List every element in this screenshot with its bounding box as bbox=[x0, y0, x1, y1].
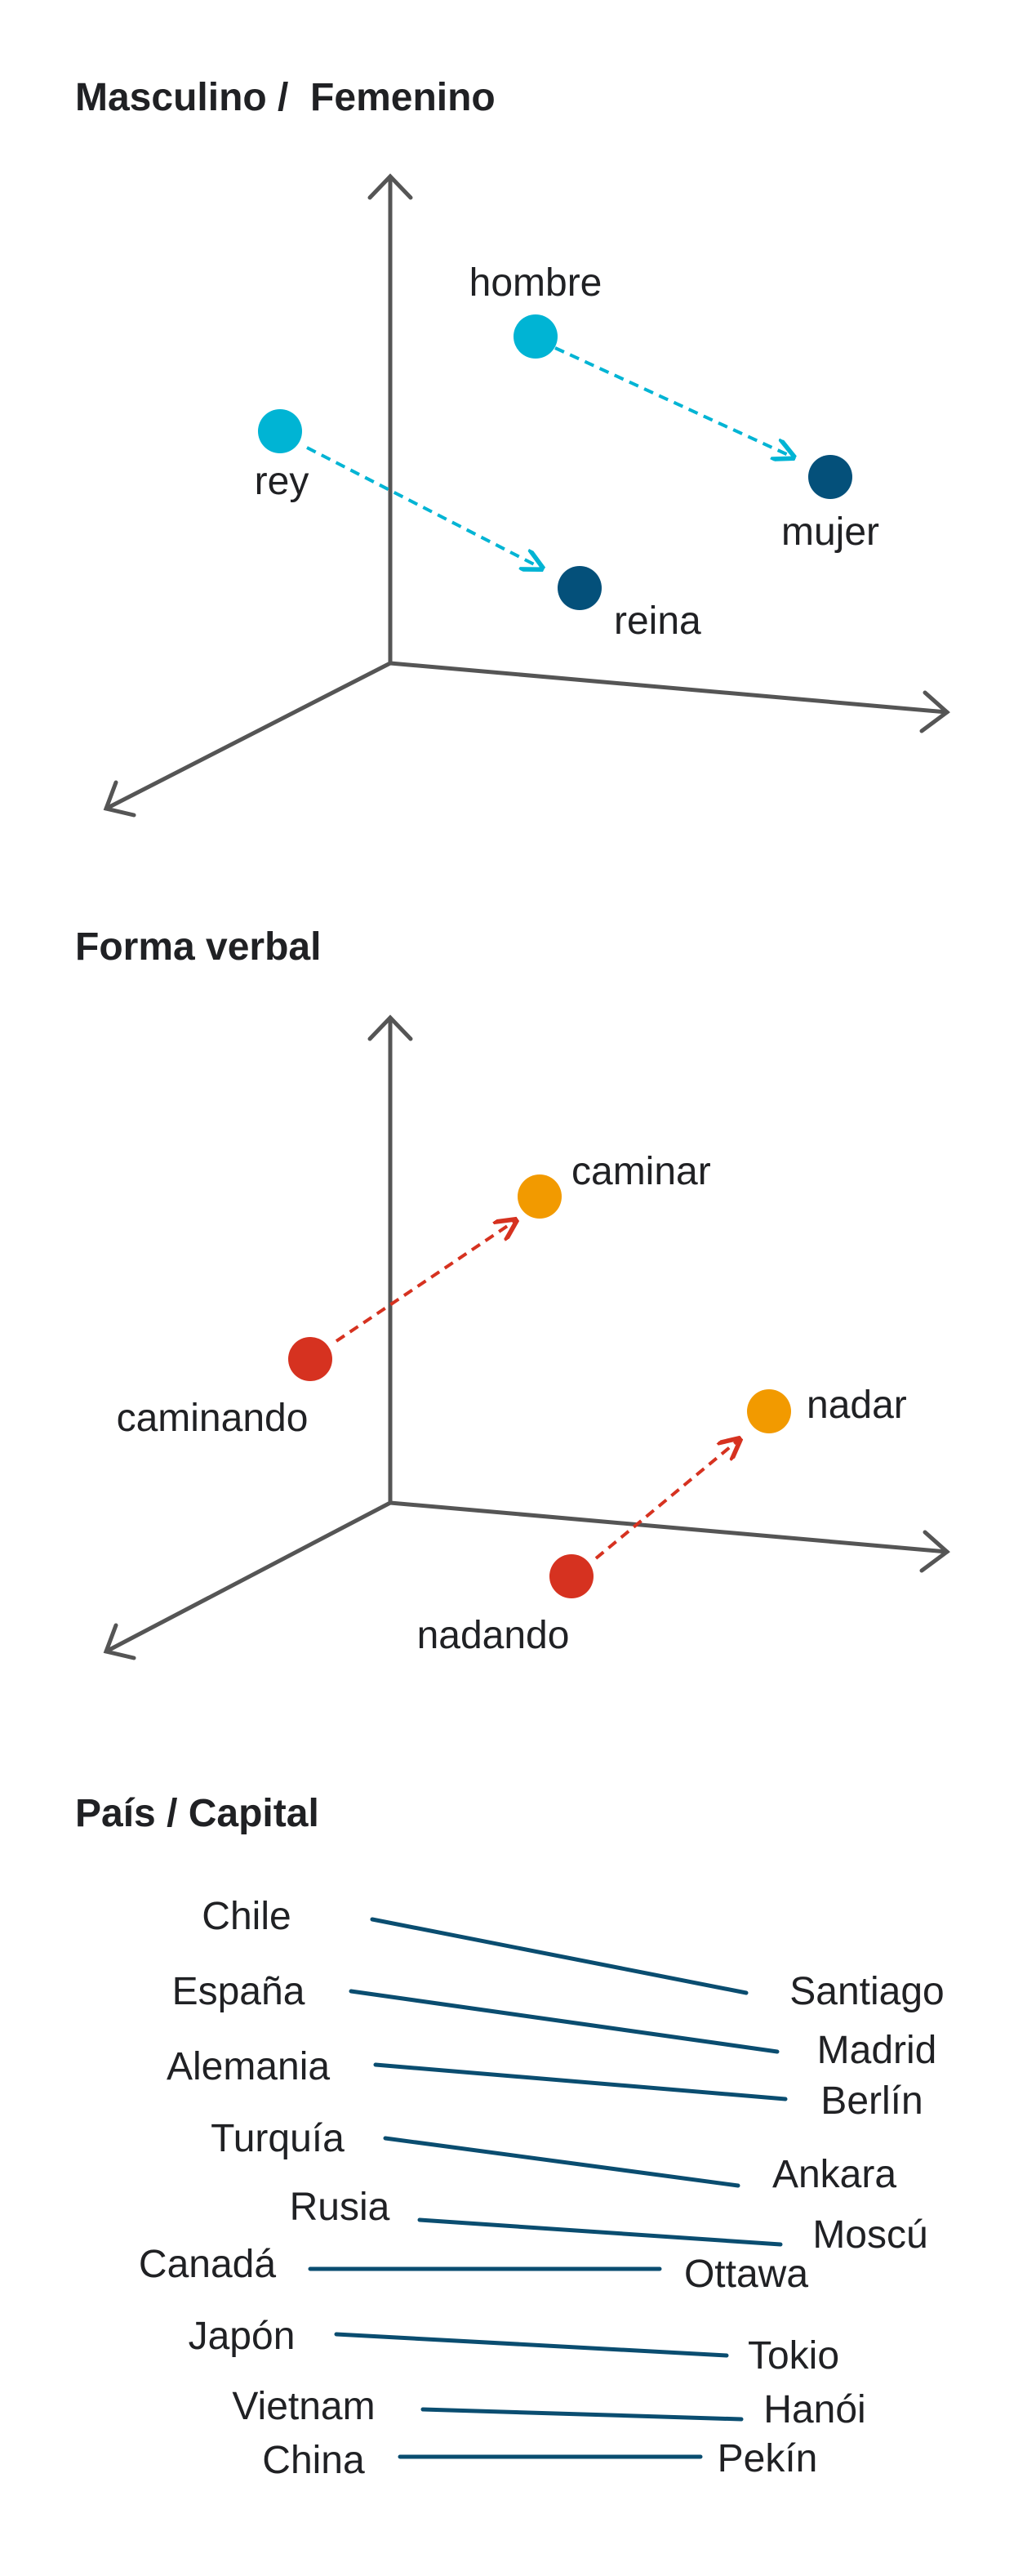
capital-label: Madrid bbox=[817, 2029, 937, 2072]
country-label: Rusia bbox=[290, 2186, 390, 2229]
capital-label: Tokio bbox=[748, 2334, 839, 2378]
capital-label: Ankara bbox=[772, 2153, 896, 2196]
pair-line bbox=[383, 2136, 740, 2188]
pair-line bbox=[370, 1917, 749, 1995]
axes-3d bbox=[103, 1014, 950, 1660]
country-label: Chile bbox=[202, 1895, 291, 1938]
country-label: Japón bbox=[189, 2315, 296, 2358]
pair-line bbox=[417, 2217, 783, 2247]
arrow-nadando-nadar bbox=[594, 1439, 740, 1560]
label-caminar: caminar bbox=[571, 1150, 711, 1193]
axis-vertical-arrowhead bbox=[367, 173, 413, 200]
label-caminando: caminando bbox=[117, 1397, 309, 1440]
label-mujer: mujer bbox=[781, 510, 879, 554]
country-label: Turquía bbox=[211, 2117, 345, 2160]
country-label: España bbox=[172, 1970, 305, 2013]
label-nadar: nadar bbox=[807, 1384, 907, 1427]
country-label: Vietnam bbox=[232, 2385, 375, 2428]
axis-right-arrowhead bbox=[919, 690, 950, 733]
label-nadando: nadando bbox=[417, 1614, 570, 1657]
point-mujer bbox=[808, 455, 852, 499]
axis-left bbox=[104, 1500, 393, 1654]
capital-label: Pekín bbox=[718, 2437, 818, 2480]
point-caminar bbox=[518, 1174, 562, 1219]
point-hombre bbox=[514, 314, 558, 359]
point-nadar bbox=[747, 1389, 791, 1433]
capital-label: Berlín bbox=[820, 2079, 923, 2123]
label-reina: reina bbox=[614, 599, 701, 643]
country-label: Alemania bbox=[167, 2045, 330, 2088]
point-rey bbox=[258, 409, 302, 453]
axis-right bbox=[388, 661, 949, 715]
capital-label: Moscú bbox=[812, 2213, 927, 2257]
axis-left-arrowhead bbox=[103, 780, 136, 818]
capital-label: Hanói bbox=[763, 2388, 865, 2431]
arrow-caminando-caminar bbox=[335, 1220, 516, 1343]
gender-section-title: Masculino / Femenino bbox=[75, 76, 496, 119]
axes-3d bbox=[103, 173, 950, 818]
country-capital-diagram: Chile España Alemania Turquía Rusia Cana… bbox=[139, 1895, 945, 2482]
point-reina bbox=[558, 566, 602, 610]
verb-section-title: Forma verbal bbox=[75, 925, 322, 969]
capital-label: Ottawa bbox=[684, 2253, 808, 2296]
country-label: China bbox=[262, 2439, 365, 2482]
label-rey: rey bbox=[255, 460, 309, 503]
country-label: Canadá bbox=[139, 2243, 276, 2286]
point-nadando bbox=[549, 1554, 594, 1598]
axis-right bbox=[388, 1500, 949, 1554]
point-caminando bbox=[288, 1337, 332, 1381]
pair-line bbox=[373, 2062, 788, 2101]
axis-left-arrowhead bbox=[103, 1623, 136, 1660]
pair-line bbox=[349, 1989, 780, 2054]
arrow-rey-reina bbox=[306, 446, 542, 568]
pair-line bbox=[420, 2407, 744, 2422]
capital-label: Santiago bbox=[789, 1970, 945, 2013]
arrow-hombre-mujer bbox=[554, 346, 794, 457]
pair-line bbox=[334, 2332, 729, 2358]
axis-vertical-arrowhead bbox=[367, 1014, 413, 1041]
country-section-title: País / Capital bbox=[75, 1792, 319, 1835]
axis-right-arrowhead bbox=[919, 1530, 950, 1573]
gender-diagram: hombre mujer rey reina bbox=[103, 173, 950, 818]
verb-diagram: caminar caminando nadar nadando bbox=[103, 1014, 950, 1660]
axis-left bbox=[104, 661, 393, 811]
label-hombre: hombre bbox=[469, 261, 602, 305]
